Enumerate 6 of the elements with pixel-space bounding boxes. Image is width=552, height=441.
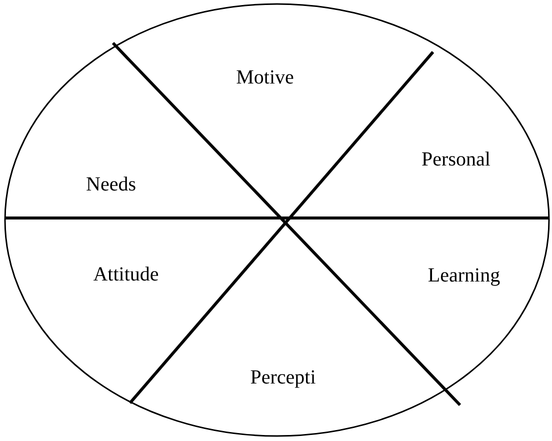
sector-label: Percepti [250,366,316,390]
sector-label: Motive [236,66,294,90]
sector-label: Attitude [93,262,159,288]
sector-label: Personal [422,148,490,172]
sector-label: Needs [86,172,136,198]
sector-label: Learning [428,264,500,288]
